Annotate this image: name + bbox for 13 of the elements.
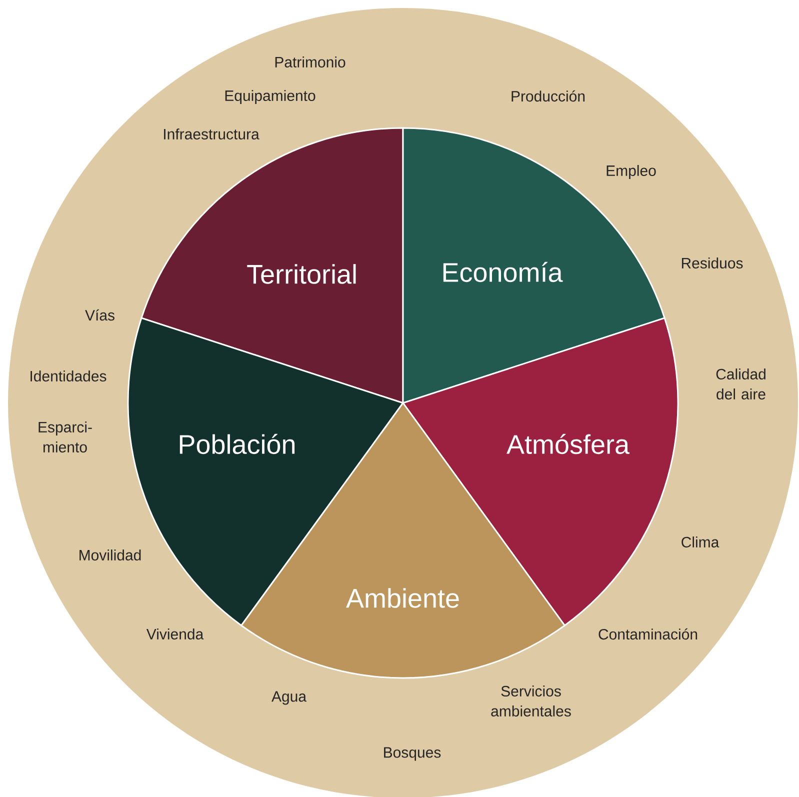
ring-label: Empleo xyxy=(606,165,656,179)
ring-label: Identidades xyxy=(30,370,106,382)
ring-label: Equipamiento xyxy=(225,90,316,104)
ring-label: Vías xyxy=(85,309,114,321)
ring-label: Infraestructura xyxy=(164,128,260,140)
ring-label: Contaminación xyxy=(598,628,698,640)
ring-label: Residuos xyxy=(682,257,743,268)
ring-label: Esparci- miento xyxy=(38,421,92,452)
ring-label: Bosques xyxy=(384,747,441,761)
ring-label: Vivienda xyxy=(146,628,204,640)
ring-label: Producción xyxy=(512,90,585,102)
ring-label: Patrimonio xyxy=(275,56,346,68)
ring-label: Calidad del aire xyxy=(716,368,766,400)
